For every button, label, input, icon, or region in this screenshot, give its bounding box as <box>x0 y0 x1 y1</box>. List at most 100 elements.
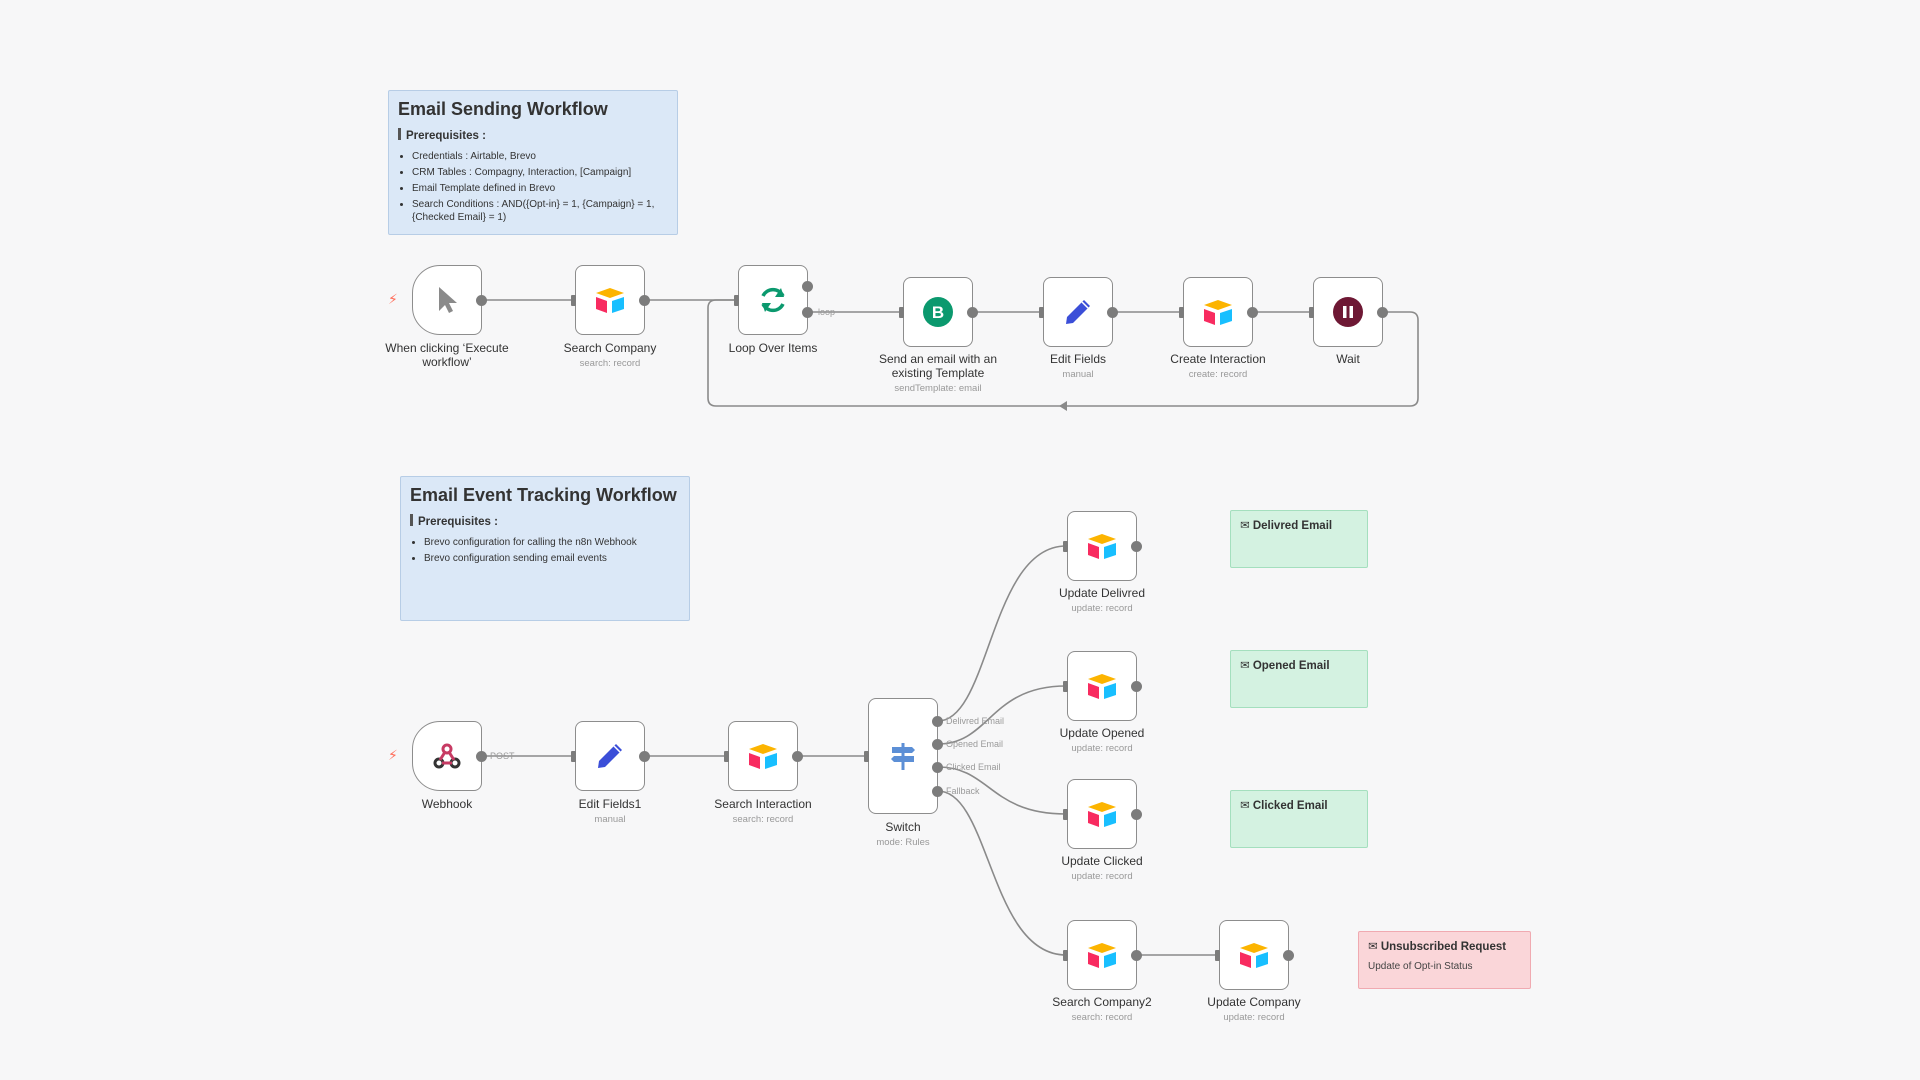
node-update-delivred[interactable] <box>1063 511 1142 581</box>
output-handle[interactable] <box>967 307 978 318</box>
input-port[interactable] <box>1063 950 1068 961</box>
note-unsubscribed-request[interactable]: ✉ Unsubscribed Request Update of Opt-in … <box>1358 931 1531 989</box>
node-wait[interactable] <box>1309 277 1388 347</box>
output-handle[interactable] <box>1377 307 1388 318</box>
delivred-output-handle[interactable] <box>932 716 943 727</box>
note-delivred-email[interactable]: ✉ Delivred Email <box>1230 510 1368 568</box>
edge-label-clicked: Clicked Email <box>946 762 1001 772</box>
edge-label-delivred: Delivred Email <box>946 716 1004 726</box>
input-port[interactable] <box>571 751 576 762</box>
output-handle[interactable] <box>792 751 803 762</box>
cursor-icon <box>439 287 457 313</box>
loop-output-handle[interactable] <box>802 307 813 318</box>
airtable-icon <box>1088 674 1116 699</box>
trigger-bolt-icon: ⚡ <box>388 291 398 307</box>
airtable-icon <box>1088 943 1116 968</box>
node-switch[interactable] <box>864 698 943 814</box>
node-update-company[interactable] <box>1215 920 1294 990</box>
output-handle[interactable] <box>639 751 650 762</box>
loop-icon <box>761 287 785 313</box>
note-title: ✉ Unsubscribed Request <box>1368 941 1507 953</box>
note-title: ✉ Clicked Email <box>1240 800 1328 812</box>
node-create-interaction[interactable] <box>1179 277 1258 347</box>
node-webhook[interactable] <box>412 721 487 791</box>
airtable-icon <box>1204 300 1232 325</box>
output-handle[interactable] <box>1131 950 1142 961</box>
edge-label-loop: loop <box>818 307 835 317</box>
node-subtitle: manual <box>1062 369 1094 380</box>
output-handle[interactable] <box>1107 307 1118 318</box>
input-port[interactable] <box>1179 307 1184 318</box>
sticky-email-tracking[interactable]: Email Event Tracking Workflow Prerequisi… <box>400 476 690 621</box>
input-port[interactable] <box>899 307 904 318</box>
sticky-title: Email Event Tracking Workflow <box>410 485 677 505</box>
input-port[interactable] <box>1039 307 1044 318</box>
list-item: Brevo configuration sending email events <box>424 552 680 565</box>
list-item: Email Template defined in Brevo <box>412 182 668 195</box>
input-port[interactable] <box>734 295 739 306</box>
note-clicked-email[interactable]: ✉ Clicked Email <box>1230 790 1368 848</box>
done-output-handle[interactable] <box>802 281 813 292</box>
input-port[interactable] <box>1215 950 1220 961</box>
sticky-email-sending[interactable]: Email Sending Workflow Prerequisites : C… <box>388 90 678 235</box>
input-port[interactable] <box>1309 307 1314 318</box>
edge-label-fallback: Fallback <box>946 786 980 796</box>
node-label: Webhook <box>421 797 473 811</box>
output-handle[interactable] <box>1247 307 1258 318</box>
input-port[interactable] <box>1063 681 1068 692</box>
node-update-clicked[interactable] <box>1063 779 1142 849</box>
list-item: CRM Tables : Compagny, Interaction, [Cam… <box>412 166 668 179</box>
output-handle[interactable] <box>1283 950 1294 961</box>
airtable-icon <box>749 744 777 769</box>
list-item: Credentials : Airtable, Brevo <box>412 150 668 163</box>
node-loop-over-items[interactable] <box>734 265 813 335</box>
input-port[interactable] <box>571 295 576 306</box>
node-subtitle: sendTemplate: email <box>894 383 982 394</box>
output-handle[interactable] <box>1131 809 1142 820</box>
output-handle[interactable] <box>476 295 487 306</box>
node-subtitle: update: record <box>1223 1012 1285 1023</box>
node-label: Loop Over Items <box>728 341 818 355</box>
input-port[interactable] <box>1063 541 1068 552</box>
output-handle[interactable] <box>1131 681 1142 692</box>
node-update-opened[interactable] <box>1063 651 1142 721</box>
fallback-output-handle[interactable] <box>932 786 943 797</box>
node-edit-fields[interactable] <box>1039 277 1118 347</box>
node-search-company2[interactable] <box>1063 920 1142 990</box>
pause-icon <box>1333 297 1363 327</box>
brevo-icon: B <box>923 297 953 327</box>
edge-switch-delivred <box>937 545 1067 722</box>
node-subtitle: create: record <box>1188 369 1248 380</box>
node-edit-fields1[interactable] <box>571 721 650 791</box>
clicked-output-handle[interactable] <box>932 762 943 773</box>
note-title: ✉ Opened Email <box>1240 660 1330 672</box>
output-handle[interactable] <box>1131 541 1142 552</box>
airtable-icon <box>1088 534 1116 559</box>
node-label: When clicking ‘Execute workflow’ <box>385 341 509 369</box>
sticky-title: Email Sending Workflow <box>398 99 608 119</box>
input-port[interactable] <box>864 751 869 762</box>
node-manual-trigger[interactable] <box>412 265 487 335</box>
node-search-interaction[interactable] <box>724 721 803 791</box>
input-port[interactable] <box>1063 809 1068 820</box>
node-send-email-template[interactable]: B <box>899 277 978 347</box>
opened-output-handle[interactable] <box>932 739 943 750</box>
output-handle[interactable] <box>476 751 487 762</box>
output-handle[interactable] <box>639 295 650 306</box>
node-search-company[interactable] <box>571 265 650 335</box>
node-subtitle: update: record <box>1071 603 1133 614</box>
svg-text:B: B <box>932 303 944 322</box>
input-port[interactable] <box>724 751 729 762</box>
airtable-icon <box>1088 802 1116 827</box>
list-item: Brevo configuration for calling the n8n … <box>424 536 680 549</box>
note-opened-email[interactable]: ✉ Opened Email <box>1230 650 1368 708</box>
trigger-bolt-icon: ⚡ <box>388 747 398 763</box>
